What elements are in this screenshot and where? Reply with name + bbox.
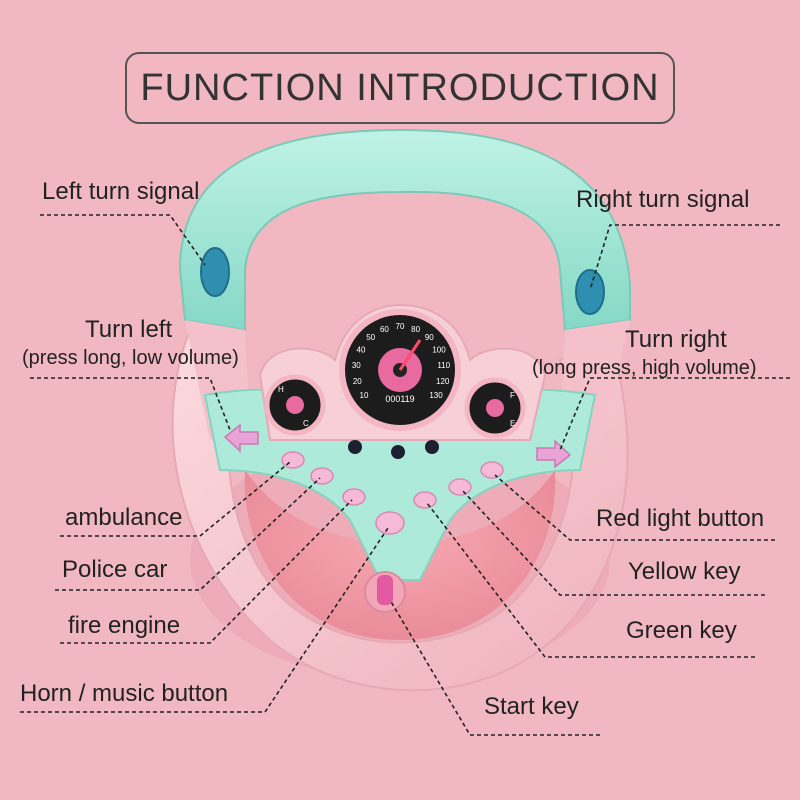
label-turn-left-note: (press long, low volume) (22, 347, 239, 369)
speed-tick-label: 40 (357, 346, 366, 355)
page-title: FUNCTION INTRODUCTION (140, 66, 660, 109)
speed-tick-label: 60 (380, 325, 389, 334)
speed-tick-label: 20 (353, 377, 362, 386)
label-yellow-key: Yellow key (628, 558, 741, 585)
key-fire-shape (342, 488, 366, 506)
odometer-display: 000119 (385, 394, 414, 404)
label-green-key: Green key (626, 617, 737, 644)
svg-text:H: H (278, 385, 284, 394)
key-red-light-shape (480, 461, 504, 479)
label-turn-right-note: (long press, high volume) (532, 357, 757, 379)
title-frame: FUNCTION INTRODUCTION (125, 52, 675, 124)
indicator-light-right (425, 440, 439, 454)
speed-tick-label: 50 (366, 333, 375, 342)
svg-text:C: C (303, 419, 309, 428)
speed-tick-label: 80 (411, 325, 420, 334)
key-yellow-shape (448, 478, 472, 496)
left-turn-signal-light (200, 247, 230, 297)
label-fire-engine: fire engine (68, 612, 181, 639)
label-start-key: Start key (484, 693, 579, 720)
label-red-light: Red light button (596, 505, 765, 532)
speed-tick-label: 30 (352, 361, 361, 370)
label-ambulance: ambulance (65, 504, 183, 531)
speed-tick-label: 10 (360, 391, 369, 400)
speed-tick-label: 120 (436, 377, 450, 386)
speed-tick-label: 100 (432, 346, 446, 355)
svg-text:E: E (510, 419, 515, 428)
label-pointer-lines (20, 214, 790, 736)
teal-handle (178, 128, 631, 332)
label-turn-right: Turn right (625, 326, 727, 353)
svg-text:F: F (510, 391, 515, 400)
key-police-shape (310, 467, 334, 485)
key-green-shape (413, 491, 437, 509)
key-horn-shape (375, 511, 405, 535)
speed-tick-label: 110 (437, 361, 450, 370)
label-police-car: Police car (62, 556, 168, 583)
right-turn-signal-light (575, 269, 605, 315)
start-key-knob (377, 575, 393, 605)
speed-tick-label: 90 (425, 333, 434, 342)
speed-tick-label: 70 (396, 322, 405, 331)
speed-tick-label: 130 (429, 391, 443, 400)
turn-left-arrow (223, 423, 259, 453)
indicator-light-left (348, 440, 362, 454)
key-ambulance-shape (281, 451, 305, 469)
label-turn-left: Turn left (85, 316, 173, 343)
label-right-turn-signal: Right turn signal (576, 186, 750, 213)
indicator-light-center (391, 445, 405, 459)
label-left-turn-signal: Left turn signal (42, 178, 200, 205)
label-horn-music: Horn / music button (20, 680, 229, 707)
